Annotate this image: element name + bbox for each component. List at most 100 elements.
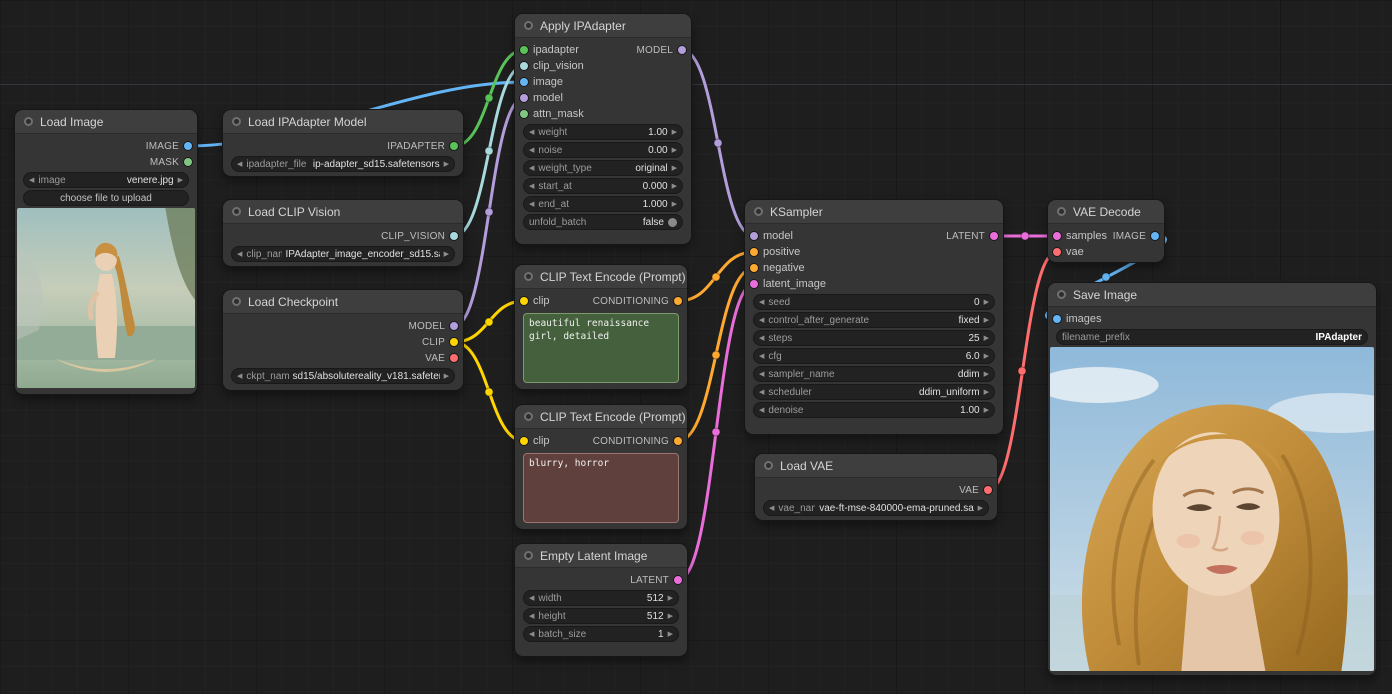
vae-input-dot[interactable] bbox=[1053, 248, 1061, 256]
toggle-knob[interactable] bbox=[668, 217, 677, 227]
collapse-dot[interactable] bbox=[524, 551, 533, 560]
decrease-arrow-icon[interactable]: ◀ bbox=[759, 370, 765, 378]
decrease-arrow-icon[interactable]: ◀ bbox=[529, 146, 535, 154]
width-widget[interactable]: ◀ width 512 ▶ bbox=[523, 590, 679, 606]
start-at-widget[interactable]: ◀ start_at 0.000 ▶ bbox=[523, 178, 683, 194]
decrease-arrow-icon[interactable]: ◀ bbox=[529, 594, 535, 602]
node-header[interactable]: CLIP Text Encode (Prompt) bbox=[515, 405, 687, 429]
increase-arrow-icon[interactable]: ▶ bbox=[983, 298, 989, 306]
vae-output-dot[interactable] bbox=[984, 486, 992, 494]
decrease-arrow-icon[interactable]: ◀ bbox=[529, 612, 535, 620]
negative-input-dot[interactable] bbox=[750, 264, 758, 272]
noise-widget[interactable]: ◀ noise 0.00 ▶ bbox=[523, 142, 683, 158]
model-input-dot[interactable] bbox=[750, 232, 758, 240]
node-save-image[interactable]: Save Image images filename_prefix IPAdap… bbox=[1048, 283, 1376, 675]
latent-output-dot[interactable] bbox=[674, 576, 682, 584]
attn-mask-input-dot[interactable] bbox=[520, 110, 528, 118]
sampler-name-widget[interactable]: ◀ sampler_name ddim ▶ bbox=[753, 366, 995, 382]
vae-output-dot[interactable] bbox=[450, 354, 458, 362]
end-at-widget[interactable]: ◀ end_at 1.000 ▶ bbox=[523, 196, 683, 212]
node-header[interactable]: VAE Decode bbox=[1048, 200, 1164, 224]
image-input-dot[interactable] bbox=[520, 78, 528, 86]
decrease-arrow-icon[interactable]: ◀ bbox=[759, 334, 765, 342]
increase-arrow-icon[interactable]: ▶ bbox=[983, 316, 989, 324]
positive-prompt-textarea[interactable]: beautiful renaissance girl, detailed bbox=[523, 313, 679, 383]
denoise-widget[interactable]: ◀ denoise 1.00 ▶ bbox=[753, 402, 995, 418]
collapse-dot[interactable] bbox=[1057, 290, 1066, 299]
increase-arrow-icon[interactable]: ▶ bbox=[443, 250, 449, 258]
node-header[interactable]: Load Image bbox=[15, 110, 197, 134]
seed-widget[interactable]: ◀ seed 0 ▶ bbox=[753, 294, 995, 310]
decrease-arrow-icon[interactable]: ◀ bbox=[29, 176, 35, 184]
mask-output-dot[interactable] bbox=[184, 158, 192, 166]
collapse-dot[interactable] bbox=[232, 297, 241, 306]
samples-input-dot[interactable] bbox=[1053, 232, 1061, 240]
decrease-arrow-icon[interactable]: ◀ bbox=[529, 200, 535, 208]
images-input-dot[interactable] bbox=[1053, 315, 1061, 323]
ipadapter-output-dot[interactable] bbox=[450, 142, 458, 150]
batch-size-widget[interactable]: ◀ batch_size 1 ▶ bbox=[523, 626, 679, 642]
decrease-arrow-icon[interactable]: ◀ bbox=[759, 316, 765, 324]
latent-output-dot[interactable] bbox=[990, 232, 998, 240]
filename-prefix-widget[interactable]: filename_prefix IPAdapter bbox=[1056, 329, 1368, 345]
decrease-arrow-icon[interactable]: ◀ bbox=[529, 182, 535, 190]
increase-arrow-icon[interactable]: ▶ bbox=[983, 388, 989, 396]
decrease-arrow-icon[interactable]: ◀ bbox=[529, 164, 535, 172]
model-output-dot[interactable] bbox=[678, 46, 686, 54]
node-load-ipadapter-model[interactable]: Load IPAdapter Model IPADAPTER ◀ ipadapt… bbox=[223, 110, 463, 176]
clip-input-dot[interactable] bbox=[520, 437, 528, 445]
increase-arrow-icon[interactable]: ▶ bbox=[177, 176, 183, 184]
decrease-arrow-icon[interactable]: ◀ bbox=[237, 372, 243, 380]
clip-output-dot[interactable] bbox=[450, 338, 458, 346]
node-header[interactable]: Empty Latent Image bbox=[515, 544, 687, 568]
clip-vision-output-dot[interactable] bbox=[450, 232, 458, 240]
decrease-arrow-icon[interactable]: ◀ bbox=[529, 630, 535, 638]
node-load-vae[interactable]: Load VAE VAE ◀ vae_name vae-ft-mse-84000… bbox=[755, 454, 997, 520]
increase-arrow-icon[interactable]: ▶ bbox=[671, 146, 677, 154]
image-combo-widget[interactable]: ◀ image venere.jpg ▶ bbox=[23, 172, 189, 188]
node-header[interactable]: Load IPAdapter Model bbox=[223, 110, 463, 134]
decrease-arrow-icon[interactable]: ◀ bbox=[759, 298, 765, 306]
collapse-dot[interactable] bbox=[232, 207, 241, 216]
ckpt-name-widget[interactable]: ◀ ckpt_name sd15/absolutereality_v181.sa… bbox=[231, 368, 455, 384]
increase-arrow-icon[interactable]: ▶ bbox=[983, 370, 989, 378]
decrease-arrow-icon[interactable]: ◀ bbox=[759, 406, 765, 414]
node-apply-ipadapter[interactable]: Apply IPAdapter MODEL ipadapter clip_vis… bbox=[515, 14, 691, 244]
collapse-dot[interactable] bbox=[1057, 207, 1066, 216]
node-load-image[interactable]: Load Image IMAGE MASK ◀ image venere.jpg… bbox=[15, 110, 197, 394]
decrease-arrow-icon[interactable]: ◀ bbox=[529, 128, 535, 136]
collapse-dot[interactable] bbox=[524, 21, 533, 30]
increase-arrow-icon[interactable]: ▶ bbox=[983, 334, 989, 342]
vae-name-widget[interactable]: ◀ vae_name vae-ft-mse-840000-ema-pruned.… bbox=[763, 500, 989, 516]
control-after-generate-widget[interactable]: ◀ control_after_generate fixed ▶ bbox=[753, 312, 995, 328]
negative-prompt-textarea[interactable]: blurry, horror bbox=[523, 453, 679, 523]
conditioning-output-dot[interactable] bbox=[674, 437, 682, 445]
node-ksampler[interactable]: KSampler LATENT model positive negative … bbox=[745, 200, 1003, 434]
increase-arrow-icon[interactable]: ▶ bbox=[667, 630, 673, 638]
model-input-dot[interactable] bbox=[520, 94, 528, 102]
increase-arrow-icon[interactable]: ▶ bbox=[443, 372, 449, 380]
increase-arrow-icon[interactable]: ▶ bbox=[671, 200, 677, 208]
increase-arrow-icon[interactable]: ▶ bbox=[977, 504, 983, 512]
decrease-arrow-icon[interactable]: ◀ bbox=[237, 160, 243, 168]
unfold-batch-toggle[interactable]: unfold_batch false bbox=[523, 214, 683, 230]
increase-arrow-icon[interactable]: ▶ bbox=[667, 594, 673, 602]
increase-arrow-icon[interactable]: ▶ bbox=[667, 612, 673, 620]
node-header[interactable]: CLIP Text Encode (Prompt) bbox=[515, 265, 687, 289]
decrease-arrow-icon[interactable]: ◀ bbox=[759, 352, 765, 360]
node-header[interactable]: Save Image bbox=[1048, 283, 1376, 307]
node-header[interactable]: Load Checkpoint bbox=[223, 290, 463, 314]
ipadapter-file-widget[interactable]: ◀ ipadapter_file ip-adapter_sd15.safeten… bbox=[231, 156, 455, 172]
collapse-dot[interactable] bbox=[524, 412, 533, 421]
node-load-clip-vision[interactable]: Load CLIP Vision CLIP_VISION ◀ clip_name… bbox=[223, 200, 463, 266]
increase-arrow-icon[interactable]: ▶ bbox=[671, 182, 677, 190]
clip-input-dot[interactable] bbox=[520, 297, 528, 305]
scheduler-widget[interactable]: ◀ scheduler ddim_uniform ▶ bbox=[753, 384, 995, 400]
decrease-arrow-icon[interactable]: ◀ bbox=[237, 250, 243, 258]
node-empty-latent-image[interactable]: Empty Latent Image LATENT ◀ width 512 ▶ … bbox=[515, 544, 687, 656]
increase-arrow-icon[interactable]: ▶ bbox=[443, 160, 449, 168]
ipadapter-input-dot[interactable] bbox=[520, 46, 528, 54]
decrease-arrow-icon[interactable]: ◀ bbox=[769, 504, 775, 512]
steps-widget[interactable]: ◀ steps 25 ▶ bbox=[753, 330, 995, 346]
node-vae-decode[interactable]: VAE Decode IMAGE samples vae bbox=[1048, 200, 1164, 262]
